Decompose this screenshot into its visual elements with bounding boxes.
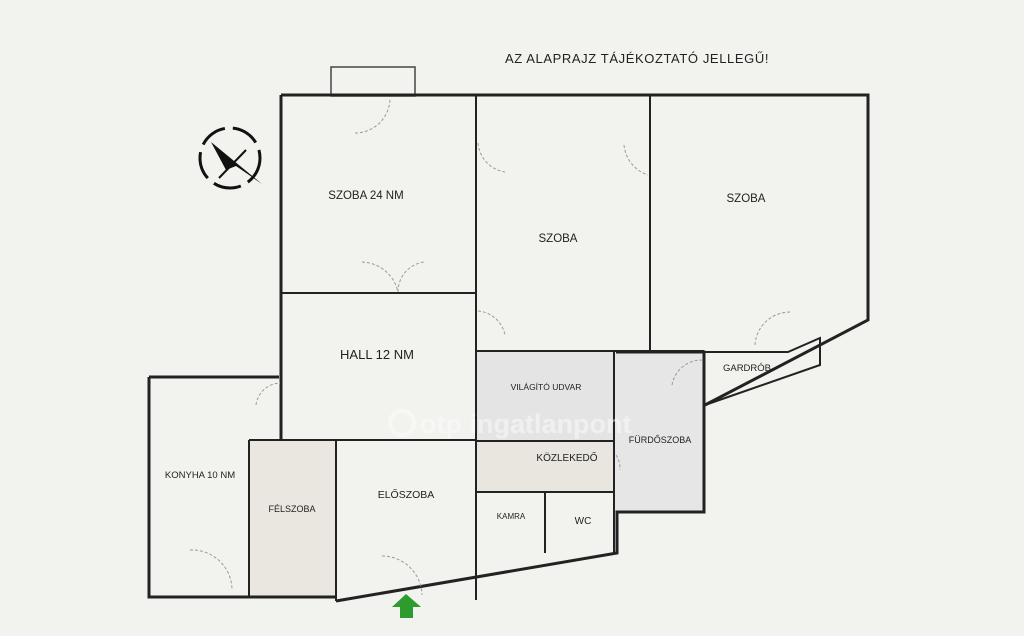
balcony [330, 66, 416, 97]
watermark-text: otp ingatlanpont [420, 409, 631, 439]
room-label-kozlekedo: KÖZLEKEDŐ [536, 450, 597, 464]
entrance-arrow-icon [392, 594, 421, 618]
room-label-konyha: KONYHA 10 NM [165, 470, 235, 481]
vilagito-udvar-fill [477, 352, 614, 441]
room-label-wc: WC [575, 516, 592, 527]
door-swings [189, 98, 791, 596]
disclaimer-text: AZ ALAPRAJZ TÁJÉKOZTATÓ JELLEGŰ! [505, 51, 769, 66]
watermark: otp ingatlanpont [388, 409, 631, 439]
room-label-szoba-mid: SZOBA [539, 233, 578, 245]
room-label-hall: HALL 12 NM [340, 347, 414, 362]
room-label-furdo: FÜRDŐSZOBA [629, 435, 692, 445]
room-label-felszoba: FÉLSZOBA [268, 504, 315, 514]
room-label-szoba-right: SZOBA [727, 193, 766, 205]
room-label-szoba-24: SZOBA 24 NM [328, 190, 403, 202]
room-label-kamra: KAMRA [497, 512, 526, 521]
compass-icon [198, 126, 262, 190]
felszoba-fill [250, 441, 336, 596]
room-label-vilagito: VILÁGÍTÓ UDVAR [511, 382, 582, 392]
room-label-eloszoba: ELŐSZOBA [378, 487, 435, 501]
inner-walls [248, 96, 821, 601]
room-label-gardrob: GARDRÓB [723, 363, 771, 374]
kozlekedo-fill [477, 442, 614, 492]
furdoszoba-fill [615, 352, 704, 512]
